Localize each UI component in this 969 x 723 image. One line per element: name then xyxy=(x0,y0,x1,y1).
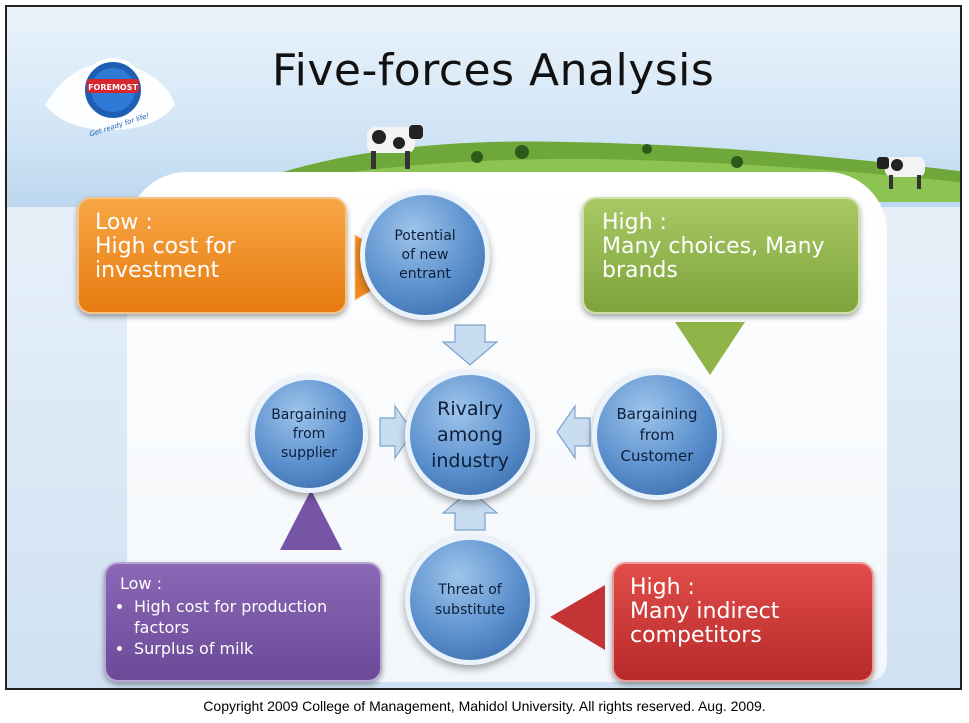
callout-supplier-bullet: Surplus of milk xyxy=(134,638,366,659)
node-customer: Bargaining from Customer xyxy=(592,370,722,500)
purple-pointer-triangle xyxy=(280,490,342,550)
callout-supplier-bullet: High cost for production factors xyxy=(134,596,366,638)
callout-new-entrant-text: High cost for investment xyxy=(95,234,236,283)
callout-supplier: Low : High cost for production factors S… xyxy=(104,562,382,682)
callout-customer-level: High : xyxy=(602,210,667,235)
callout-substitute-level: High : xyxy=(630,575,695,600)
arrow-customer-to-rivalry xyxy=(556,404,591,460)
arrow-substitute-to-rivalry xyxy=(441,489,499,531)
slide-title: Five-forces Analysis xyxy=(272,45,715,96)
copyright-footer: Copyright 2009 College of Management, Ma… xyxy=(203,698,766,714)
callout-customer: High : Many choices, Many brands xyxy=(582,197,860,314)
logo-brand-text: FOREMOST xyxy=(88,83,138,92)
node-substitute-label: Threat of substitute xyxy=(434,582,506,618)
arrow-entrant-to-rivalry xyxy=(441,324,499,366)
callout-customer-text: Many choices, Many brands xyxy=(602,234,825,283)
cow-left-image xyxy=(367,125,423,169)
foremost-logo: FOREMOST Get ready for life! xyxy=(45,58,175,139)
callout-new-entrant: Low : High cost for investment xyxy=(77,197,347,314)
green-pointer-triangle xyxy=(675,322,745,375)
arrow-supplier-to-rivalry xyxy=(379,404,414,460)
node-rivalry: Rivalry among industry xyxy=(405,370,535,500)
callout-new-entrant-level: Low : xyxy=(95,210,153,235)
node-new-entrant-label: Potential of new entrant xyxy=(394,227,456,282)
node-substitute: Threat of substitute xyxy=(405,535,535,665)
cow-right-image xyxy=(877,157,925,189)
node-new-entrant: Potential of new entrant xyxy=(360,190,490,320)
node-customer-label: Bargaining from Customer xyxy=(616,404,698,465)
callout-supplier-level: Low : xyxy=(120,574,162,593)
callout-substitute: High : Many indirect competitors xyxy=(612,562,874,682)
node-supplier-label: Bargaining from supplier xyxy=(271,406,347,461)
node-rivalry-label: Rivalry among industry xyxy=(431,398,509,472)
callout-supplier-bullets: High cost for production factors Surplus… xyxy=(120,596,366,659)
callout-substitute-text: Many indirect competitors xyxy=(630,599,780,648)
red-pointer-triangle xyxy=(550,585,605,650)
node-supplier: Bargaining from supplier xyxy=(250,375,368,493)
